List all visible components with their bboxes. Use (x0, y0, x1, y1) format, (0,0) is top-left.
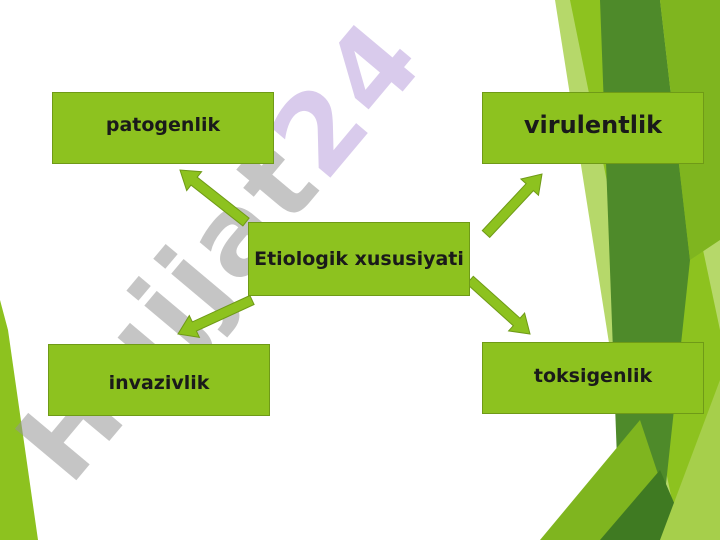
node-toksigenlik-label: toksigenlik (533, 365, 653, 387)
node-virulentlik-label: virulentlik (523, 111, 663, 139)
node-etiologik-xususiyati: Etiologik xususiyati (248, 222, 470, 296)
node-patogenlik: patogenlik (52, 92, 274, 164)
bottom-facet-light (660, 380, 720, 540)
left-edge-stripe (0, 300, 38, 540)
node-center-label: Etiologik xususiyati (254, 248, 464, 270)
node-toksigenlik: toksigenlik (482, 342, 704, 414)
node-patogenlik-label: patogenlik (105, 114, 221, 136)
node-invazivlik: invazivlik (48, 344, 270, 416)
node-invazivlik-label: invazivlik (108, 372, 210, 394)
node-virulentlik: virulentlik (482, 92, 704, 164)
